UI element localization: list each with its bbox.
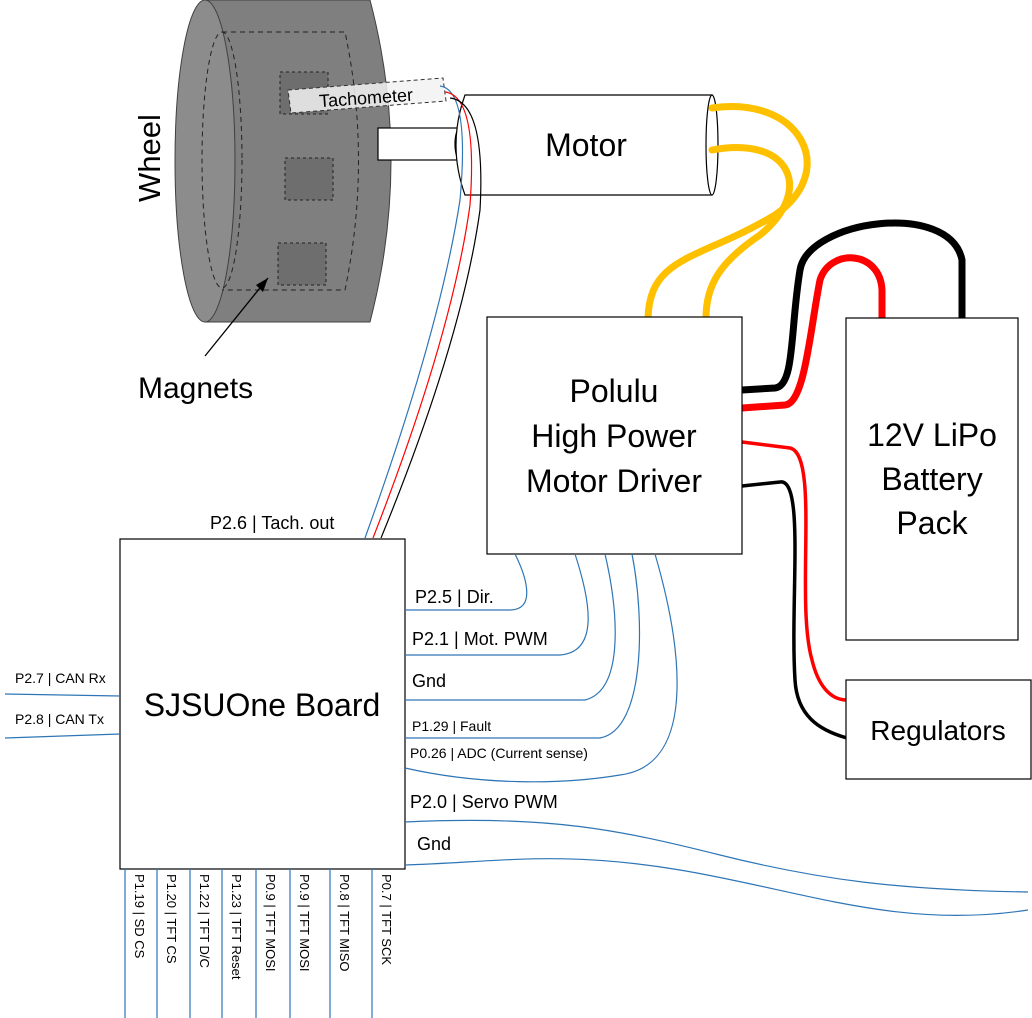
bottom-pin-labels: P1.19 | SD CS P1.20 | TFT CS P1.22 | TFT D… xyxy=(132,874,394,980)
bottom-pin-label: P1.23 | TFT Reset xyxy=(229,874,244,980)
servo-wires xyxy=(404,819,1029,917)
wire-adc xyxy=(404,553,678,783)
can-wires xyxy=(4,693,121,739)
battery-box xyxy=(845,317,1019,641)
tachometer-body xyxy=(287,77,447,114)
motor-power-wires xyxy=(644,103,811,322)
pin-dir: P2.5 | Dir. xyxy=(415,587,494,607)
driver-regulator-wires xyxy=(741,440,848,740)
tach-wire-red xyxy=(372,91,473,539)
wire-fault xyxy=(405,553,641,739)
sjsuone-board: SJSUOne Board xyxy=(119,538,406,870)
bottom-pin-label: P1.22 | TFT D/C xyxy=(197,874,212,968)
wire-can-rx xyxy=(4,693,121,697)
motor-driver: Polulu High Power Motor Driver xyxy=(486,316,743,555)
wire-servo-gnd xyxy=(404,858,1029,917)
tachometer-wires xyxy=(364,85,482,539)
pin-fault: P1.29 | Fault xyxy=(412,718,491,734)
magnets-arrowhead xyxy=(256,278,268,292)
pin-adc: P0.26 | ADC (Current sense) xyxy=(410,745,588,761)
wheel-label: Wheel xyxy=(132,114,167,202)
bottom-pin-label: P1.20 | TFT CS xyxy=(164,874,179,964)
tachometer: Tachometer xyxy=(287,77,447,114)
pin-servo-pwm: P2.0 | Servo PWM xyxy=(410,792,558,812)
battery-driver-wires xyxy=(738,219,966,412)
regulators-box xyxy=(845,679,1032,780)
wire-gnd-driver xyxy=(405,553,616,701)
driver-signal-wires xyxy=(404,553,678,783)
magnets-arrow xyxy=(204,277,269,357)
pin-tach-out: P2.6 | Tach. out xyxy=(210,513,334,533)
battery-label-line3: Pack xyxy=(896,505,968,541)
driver-label-line3: Motor Driver xyxy=(526,463,702,499)
bottom-pin-label: P0.9 | TFT MOSI xyxy=(297,874,312,972)
bottom-pin-label: P0.9 | TFT MOSI xyxy=(263,874,278,972)
board-label: SJSUOne Board xyxy=(144,687,381,723)
battery-pack: 12V LiPo Battery Pack xyxy=(845,317,1019,641)
pin-mot-pwm: P2.1 | Mot. PWM xyxy=(412,629,548,649)
magnets-label: Magnets xyxy=(138,372,253,405)
regulators-label: Regulators xyxy=(870,715,1005,746)
wheel-inner-dashed xyxy=(222,31,359,291)
battery-label-line2: Battery xyxy=(881,461,982,497)
bottom-pin-wires xyxy=(124,869,373,1018)
regulators: Regulators xyxy=(845,679,1032,780)
wire-dir xyxy=(405,553,528,611)
pin-gnd-servo: Gnd xyxy=(417,834,451,854)
motor-end xyxy=(705,94,719,196)
bottom-pin-label: P0.7 | TFT SCK xyxy=(379,874,394,965)
pin-can-rx: P2.7 | CAN Rx xyxy=(15,670,106,686)
motor: Motor xyxy=(455,94,719,196)
driver-box xyxy=(486,316,743,555)
magnet-2 xyxy=(284,157,334,201)
board-box xyxy=(119,538,406,870)
driver-label-line2: High Power xyxy=(531,418,697,454)
motor-body xyxy=(455,94,713,196)
pin-gnd-driver: Gnd xyxy=(412,671,446,691)
magnet-3 xyxy=(277,242,327,286)
motor-wire-b xyxy=(702,144,793,322)
tach-wire-black xyxy=(380,97,482,539)
regulator-wire-black xyxy=(741,480,848,740)
battery-wire-red xyxy=(738,254,886,412)
bottom-pin-label: P0.8 | TFT MISO xyxy=(337,874,352,972)
bottom-pin-label: P1.19 | SD CS xyxy=(132,874,147,959)
motor-label: Motor xyxy=(545,127,627,163)
tach-wire-blue xyxy=(364,85,464,539)
wheel: Wheel xyxy=(132,0,392,323)
battery-label-line1: 12V LiPo xyxy=(867,417,997,453)
wire-can-tx xyxy=(4,733,121,739)
wire-mot-pwm xyxy=(405,553,589,656)
wire-servo-pwm xyxy=(404,819,1029,893)
driver-label-line1: Polulu xyxy=(570,373,659,409)
motor-shaft xyxy=(377,127,466,161)
wheel-face xyxy=(174,0,236,323)
battery-wire-black xyxy=(738,219,966,394)
regulator-wire-red xyxy=(741,440,848,702)
pin-can-tx: P2.8 | CAN Tx xyxy=(15,711,104,727)
